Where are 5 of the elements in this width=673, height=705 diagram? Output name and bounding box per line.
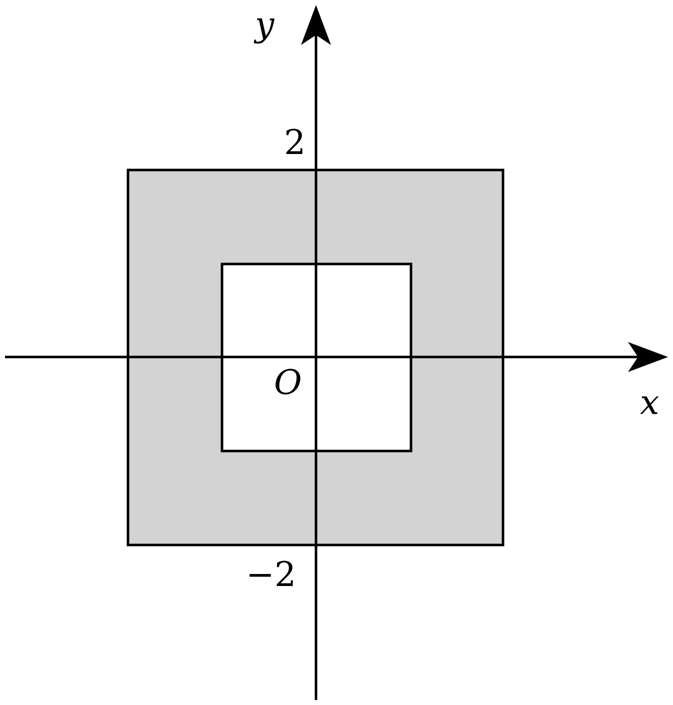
tick-label: 2: [284, 126, 306, 160]
origin-label: O: [274, 366, 302, 400]
tick-label: −2: [246, 558, 296, 592]
axis-label: y: [255, 8, 274, 42]
axis-label: x: [640, 386, 660, 420]
